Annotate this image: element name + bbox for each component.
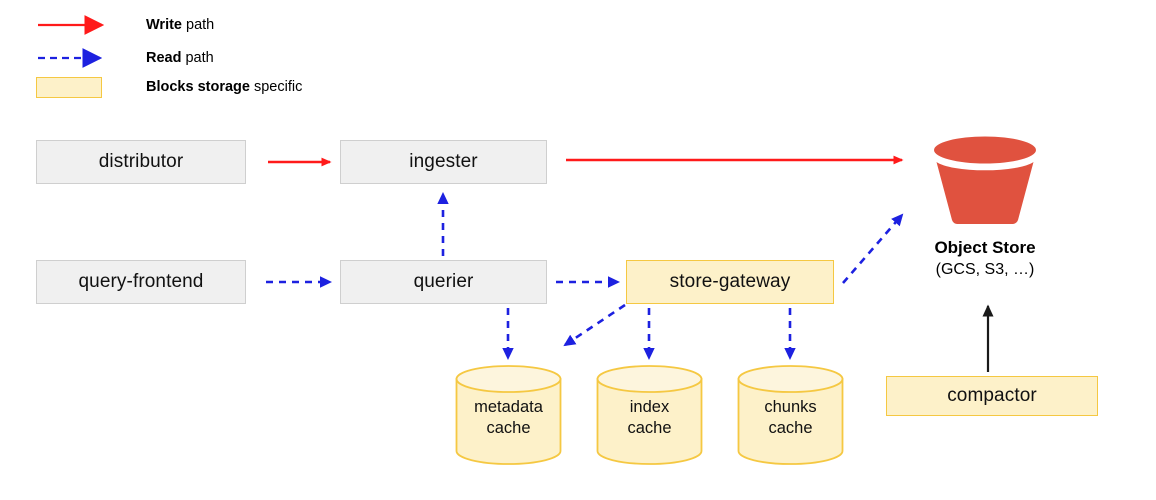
node-store-gateway-label: store-gateway — [669, 271, 791, 292]
node-compactor-label: compactor — [947, 385, 1037, 406]
legend-item-blocks-storage: Blocks storage specific — [36, 76, 302, 98]
node-querier[interactable]: querier — [340, 260, 547, 304]
cylinder-shape — [455, 365, 562, 465]
node-querier-label: querier — [413, 271, 474, 292]
cylinder-shape — [737, 365, 844, 465]
index-cache-line2: cache — [627, 419, 672, 437]
legend-rest-write: path — [182, 16, 215, 33]
node-metadata-cache-label: metadata cache — [455, 365, 562, 465]
chunks-cache-line2: cache — [768, 419, 813, 437]
legend-rest-read: path — [181, 49, 214, 66]
node-ingester[interactable]: ingester — [340, 140, 547, 184]
legend-item-write-path: Write path — [36, 14, 214, 36]
index-cache-line1: index — [629, 398, 670, 417]
node-index-cache[interactable]: index cache — [596, 365, 703, 465]
edge-store-gateway-to-object-store — [842, 213, 904, 284]
metadata-cache-line1: metadata — [474, 398, 543, 417]
legend-label-write-path: Write path — [146, 18, 214, 33]
object-store-bucket-icon — [934, 136, 1036, 224]
node-object-store[interactable]: Object Store (GCS, S3, …) — [905, 128, 1065, 278]
legend-label-read-path: Read path — [146, 51, 214, 66]
node-compactor[interactable]: compactor — [886, 376, 1098, 416]
legend-bold-read: Read — [146, 49, 182, 66]
legend-rest-blocks: specific — [249, 78, 303, 95]
legend-label-blocks-storage: Blocks storage specific — [146, 80, 302, 95]
node-ingester-label: ingester — [409, 151, 478, 172]
blue-dashed-arrow-icon — [38, 48, 103, 68]
node-metadata-cache[interactable]: metadata cache — [455, 365, 562, 465]
node-chunks-cache[interactable]: chunks cache — [737, 365, 844, 465]
node-distributor[interactable]: distributor — [36, 140, 246, 184]
node-query-frontend-label: query-frontend — [78, 271, 204, 292]
node-store-gateway[interactable]: store-gateway — [626, 260, 834, 304]
metadata-cache-line2: cache — [486, 419, 531, 437]
object-store-title: Object Store — [934, 238, 1036, 257]
red-solid-arrow-icon — [38, 15, 105, 35]
node-distributor-label: distributor — [98, 151, 184, 172]
chunks-cache-line1: chunks — [764, 398, 817, 417]
edge-store-gateway-to-metadata-cache — [563, 303, 626, 347]
legend-bold-write: Write — [146, 16, 182, 33]
yellow-swatch-icon — [36, 76, 102, 98]
node-query-frontend[interactable]: query-frontend — [36, 260, 246, 304]
legend-item-read-path: Read path — [36, 47, 214, 69]
node-chunks-cache-label: chunks cache — [737, 365, 844, 465]
legend-bold-blocks: Blocks storage — [146, 78, 250, 95]
cylinder-shape — [596, 365, 703, 465]
node-index-cache-label: index cache — [596, 365, 703, 465]
object-store-subtitle: (GCS, S3, …) — [935, 261, 1035, 278]
